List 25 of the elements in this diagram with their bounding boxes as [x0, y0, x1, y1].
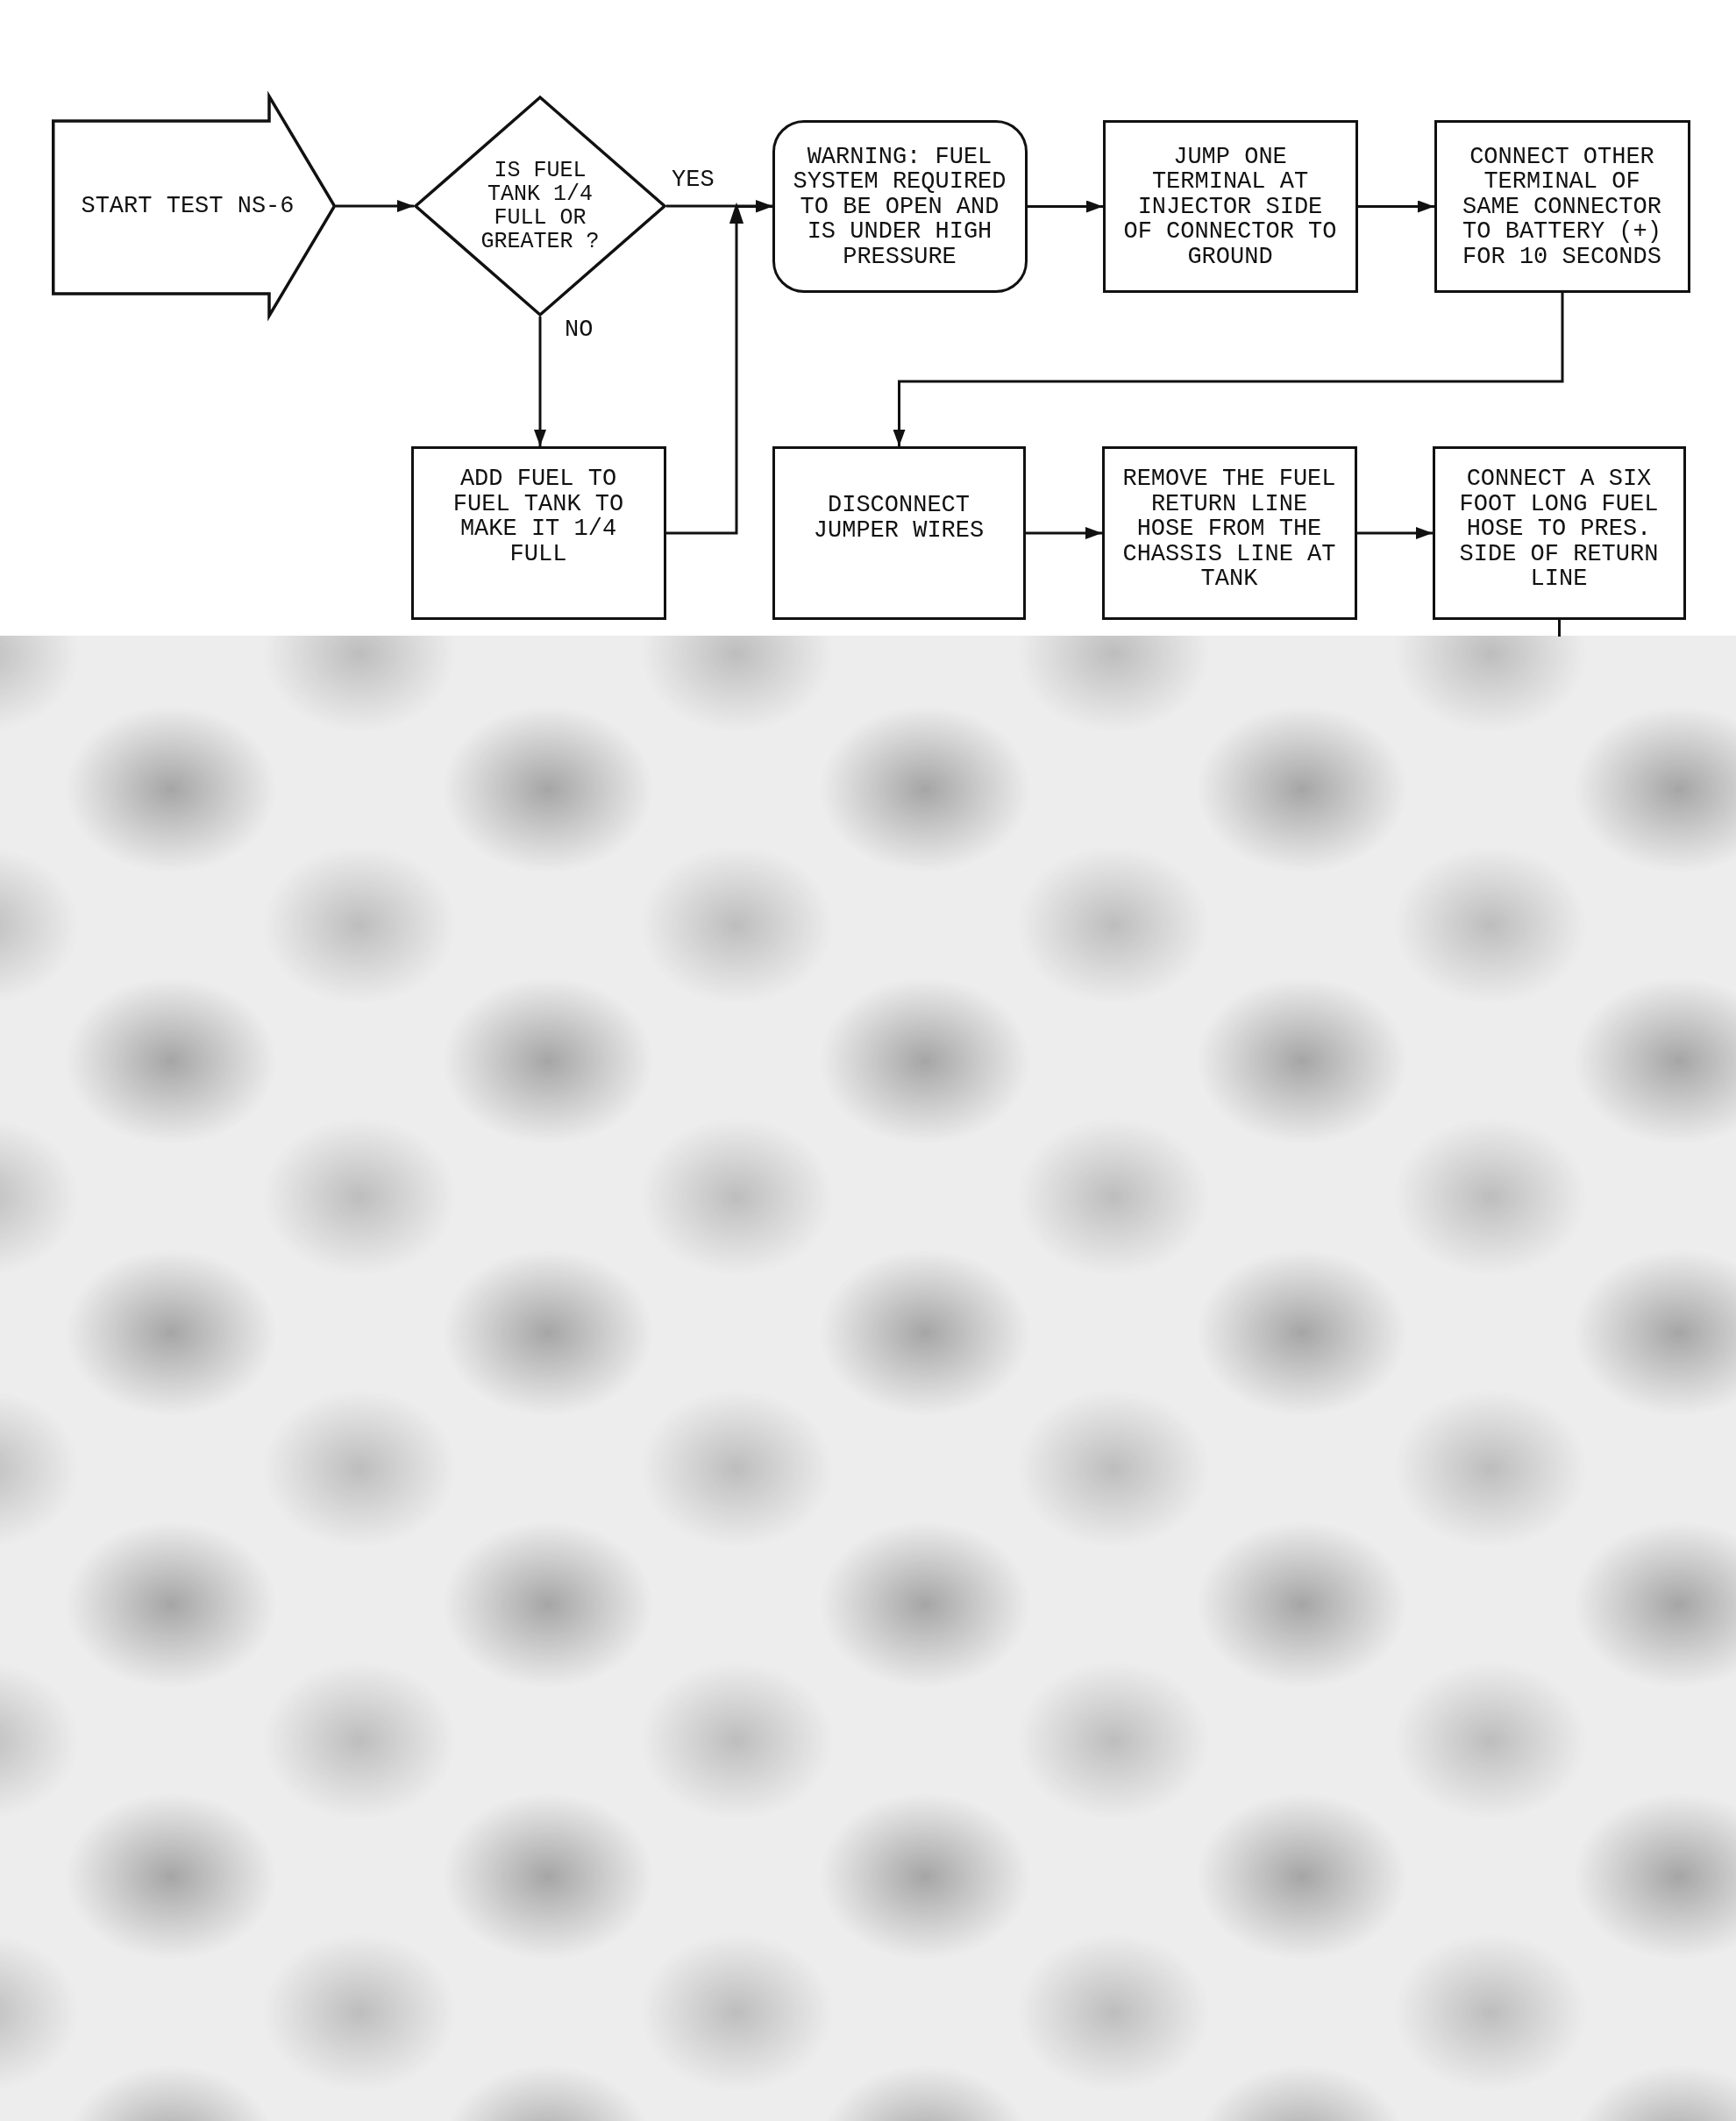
- warning-text: WARNING: FUEL SYSTEM REQUIRED TO BE OPEN AND IS UNDER HIGH PRESSURE: [792, 144, 1007, 269]
- arrow: [1357, 527, 1433, 539]
- process-box: [1102, 446, 1357, 620]
- question-text: IS FUEL TANK 1/4 FULL OR GREATER ?: [480, 159, 601, 253]
- step-text: REMOVE THE FUEL RETURN LINE HOSE FROM THE CHASSIS LINE AT TANK: [1121, 466, 1337, 592]
- arrow: [1026, 527, 1102, 539]
- arrow: [1358, 200, 1434, 213]
- step-text: CONNECT A SIX FOOT LONG FUEL HOSE TO PRES. SIDE OF RETURN LINE: [1458, 466, 1660, 592]
- step-text: ADD FUEL TO FUEL TANK TO MAKE IT 1/4 FULL: [452, 466, 625, 566]
- process-box: [772, 446, 1026, 620]
- arrow: [336, 200, 414, 212]
- connector-line: [1558, 620, 1561, 637]
- step-text: JUMP ONE TERMINAL AT INJECTOR SIDE OF CONNECTOR TO GROUND: [1122, 144, 1338, 269]
- start-text: START TEST NS-6: [80, 193, 295, 219]
- process-box: [1434, 120, 1690, 293]
- arrow: [534, 317, 546, 446]
- step-text: CONNECT OTHER TERMINAL OF SAME CONNECTOR TO BATTERY (+) FOR 10 SECONDS: [1462, 144, 1662, 269]
- arrow: [893, 293, 1564, 446]
- process-box: [1103, 120, 1358, 293]
- process-box: [411, 446, 666, 620]
- process-box: [1433, 446, 1686, 620]
- arrow: [665, 200, 774, 535]
- warning-box: [772, 120, 1028, 293]
- arrow: [1028, 200, 1103, 213]
- step-text: DISCONNECT JUMPER WIRES: [812, 493, 985, 543]
